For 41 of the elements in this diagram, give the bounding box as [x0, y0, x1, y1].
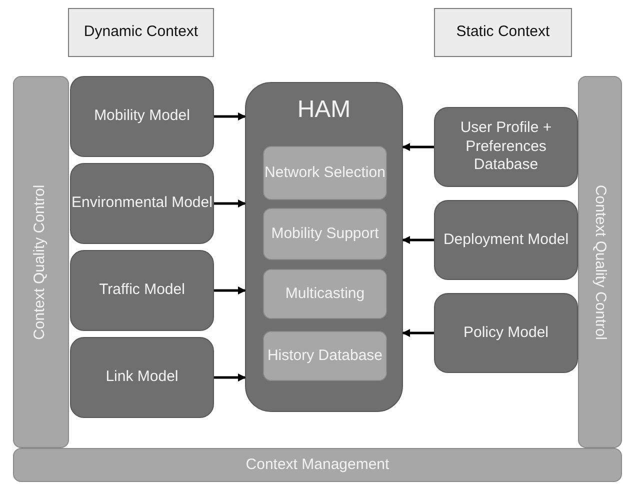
horizontal-bar [13, 448, 622, 482]
node-label: User Profile + Preferences Database [459, 118, 553, 176]
model-box [70, 250, 214, 331]
arrow [402, 236, 434, 244]
model-box [434, 200, 578, 280]
node-label: Context Quality Control [591, 184, 610, 340]
node-label: Mobility Support [271, 224, 379, 244]
model-box [70, 76, 214, 157]
node-label: Multicasting [285, 284, 365, 304]
arrow [214, 374, 246, 382]
function-box [263, 146, 387, 200]
arrow [402, 329, 434, 337]
node-label: Mobility Model [94, 107, 190, 126]
model-box [70, 163, 214, 244]
vertical-bar [13, 76, 69, 448]
arrow [214, 112, 246, 120]
function-box [263, 269, 387, 319]
function-box [263, 331, 387, 381]
node-label: Traffic Model [99, 281, 185, 300]
arrow [402, 143, 434, 151]
model-box [434, 293, 578, 373]
node-label: Context Management [246, 456, 390, 474]
node-label: Deployment Model [443, 230, 569, 250]
node-label: Context Quality Control [32, 184, 50, 340]
node-label: Static Context [456, 23, 550, 42]
node-label: Policy Model [463, 324, 549, 342]
model-box [70, 337, 214, 418]
node-label: History Database [267, 346, 383, 366]
arrow [214, 200, 246, 208]
node-label: Environmental Model [72, 194, 212, 213]
header-box [434, 8, 572, 57]
node-label: Link Model [106, 368, 178, 387]
node-label: HAM [297, 95, 351, 125]
container-box [245, 82, 403, 412]
node-label: Dynamic Context [84, 23, 198, 42]
function-box [263, 208, 387, 260]
vertical-bar [578, 76, 622, 448]
node-label: Network Selection [264, 164, 386, 182]
header-box [68, 8, 214, 57]
arrow [214, 286, 246, 294]
model-box [434, 107, 578, 187]
